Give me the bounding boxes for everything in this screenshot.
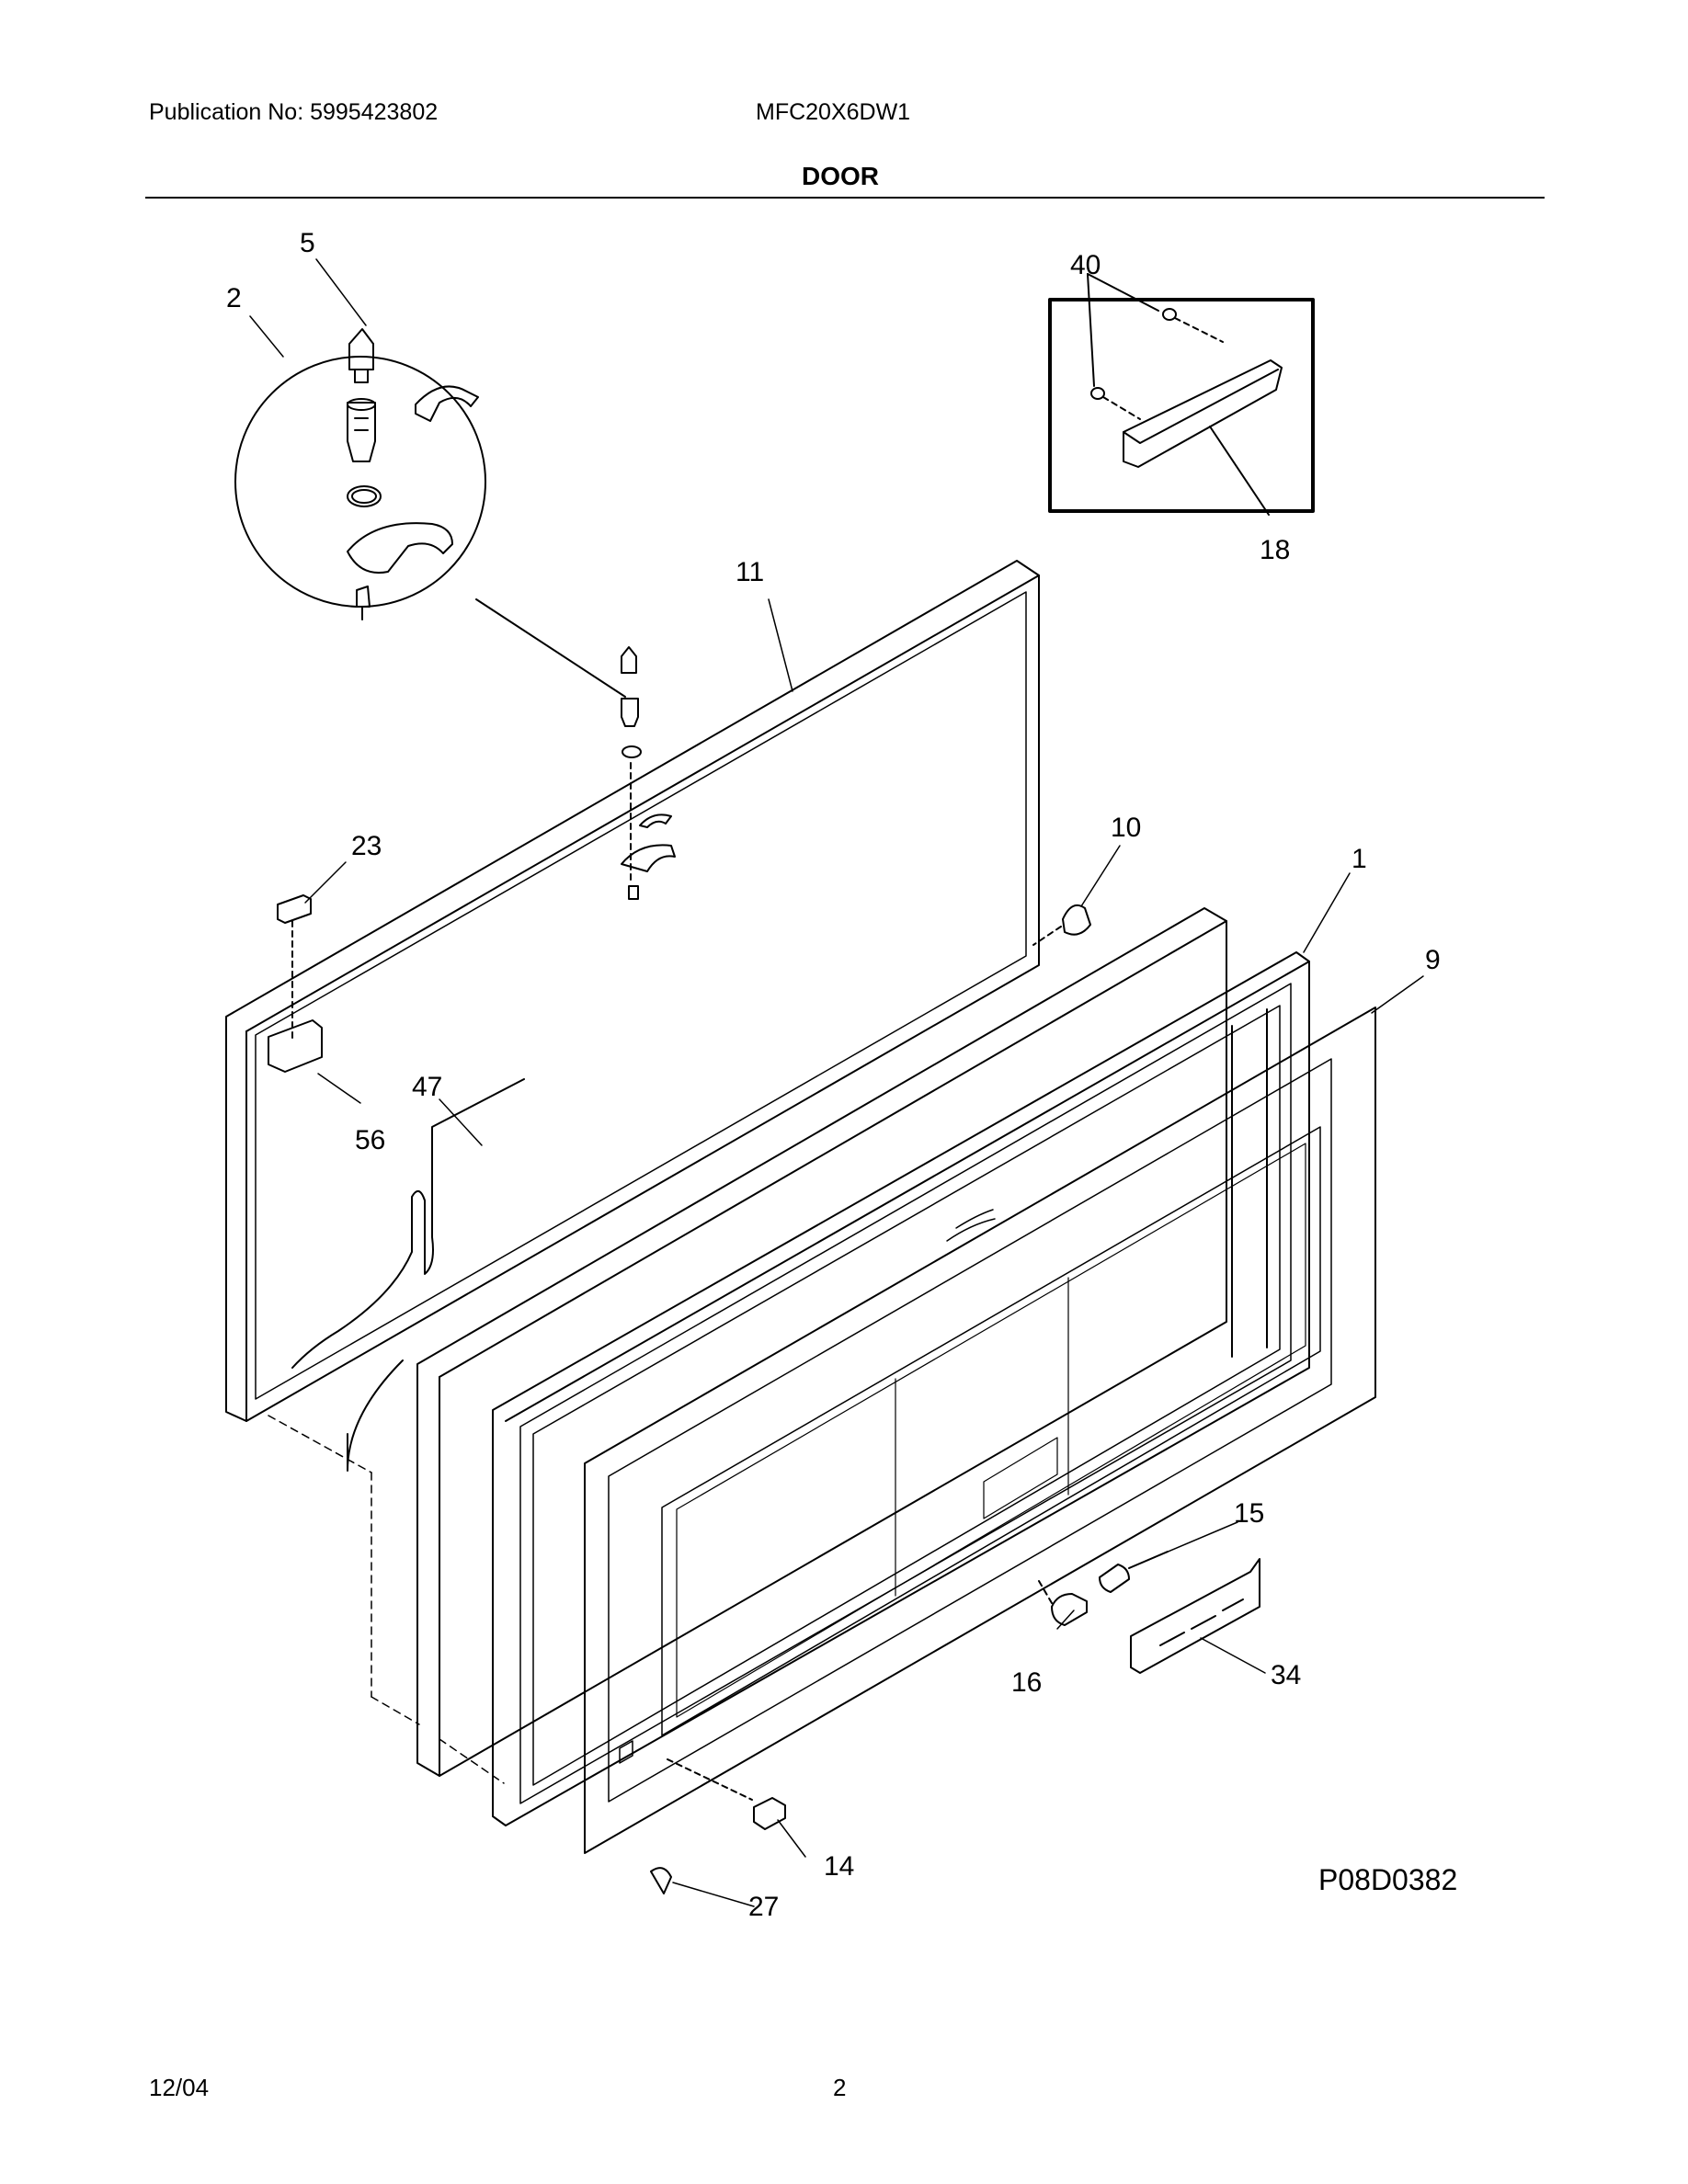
part-23 bbox=[277, 894, 312, 924]
hinge-parts-on-door bbox=[621, 646, 676, 900]
part-14-switch bbox=[753, 1797, 786, 1830]
handle-detail-box bbox=[1048, 273, 1315, 516]
figure-code: P08D0382 bbox=[1318, 1863, 1457, 1896]
door-liner-panel bbox=[416, 907, 1227, 1777]
part-15 bbox=[1099, 1564, 1130, 1593]
part-27-screw bbox=[650, 1867, 672, 1894]
callout-5: 5 bbox=[300, 228, 315, 258]
callout-2: 2 bbox=[226, 283, 242, 313]
callout-27: 27 bbox=[748, 1892, 779, 1922]
callout-15: 15 bbox=[1234, 1498, 1264, 1529]
part-56 bbox=[268, 1019, 323, 1073]
part-16 bbox=[1051, 1593, 1088, 1626]
callout-18: 18 bbox=[1260, 535, 1290, 565]
door-gasket bbox=[492, 951, 1310, 1826]
publication-number: Publication No: 5995423802 bbox=[149, 99, 439, 125]
callout-23: 23 bbox=[351, 831, 382, 861]
callout-14: 14 bbox=[824, 1851, 854, 1882]
model-number: MFC20X6DW1 bbox=[756, 99, 911, 125]
publication-date: 12/04 bbox=[149, 2074, 210, 2101]
header-divider bbox=[145, 197, 1545, 199]
callout-9: 9 bbox=[1425, 945, 1441, 975]
part-47-wire bbox=[291, 1078, 525, 1369]
part-10 bbox=[1062, 904, 1091, 936]
section-title: DOOR bbox=[802, 162, 879, 190]
callout-34: 34 bbox=[1271, 1660, 1301, 1690]
callout-labels: 5 2 40 18 11 23 10 1 9 47 56 15 16 34 14… bbox=[226, 228, 1457, 1922]
callout-10: 10 bbox=[1111, 813, 1141, 843]
hinge-detail-circle bbox=[234, 328, 626, 698]
page-number: 2 bbox=[833, 2074, 847, 2101]
inner-door-liner bbox=[584, 1007, 1376, 1854]
callout-16: 16 bbox=[1011, 1667, 1042, 1698]
callout-40: 40 bbox=[1070, 250, 1101, 280]
callout-1: 1 bbox=[1352, 844, 1367, 874]
callout-56: 56 bbox=[355, 1125, 385, 1155]
callout-11: 11 bbox=[736, 557, 764, 587]
part-34-grille bbox=[1130, 1558, 1260, 1674]
outer-door-panel bbox=[225, 560, 1040, 1422]
callout-47: 47 bbox=[412, 1072, 442, 1102]
